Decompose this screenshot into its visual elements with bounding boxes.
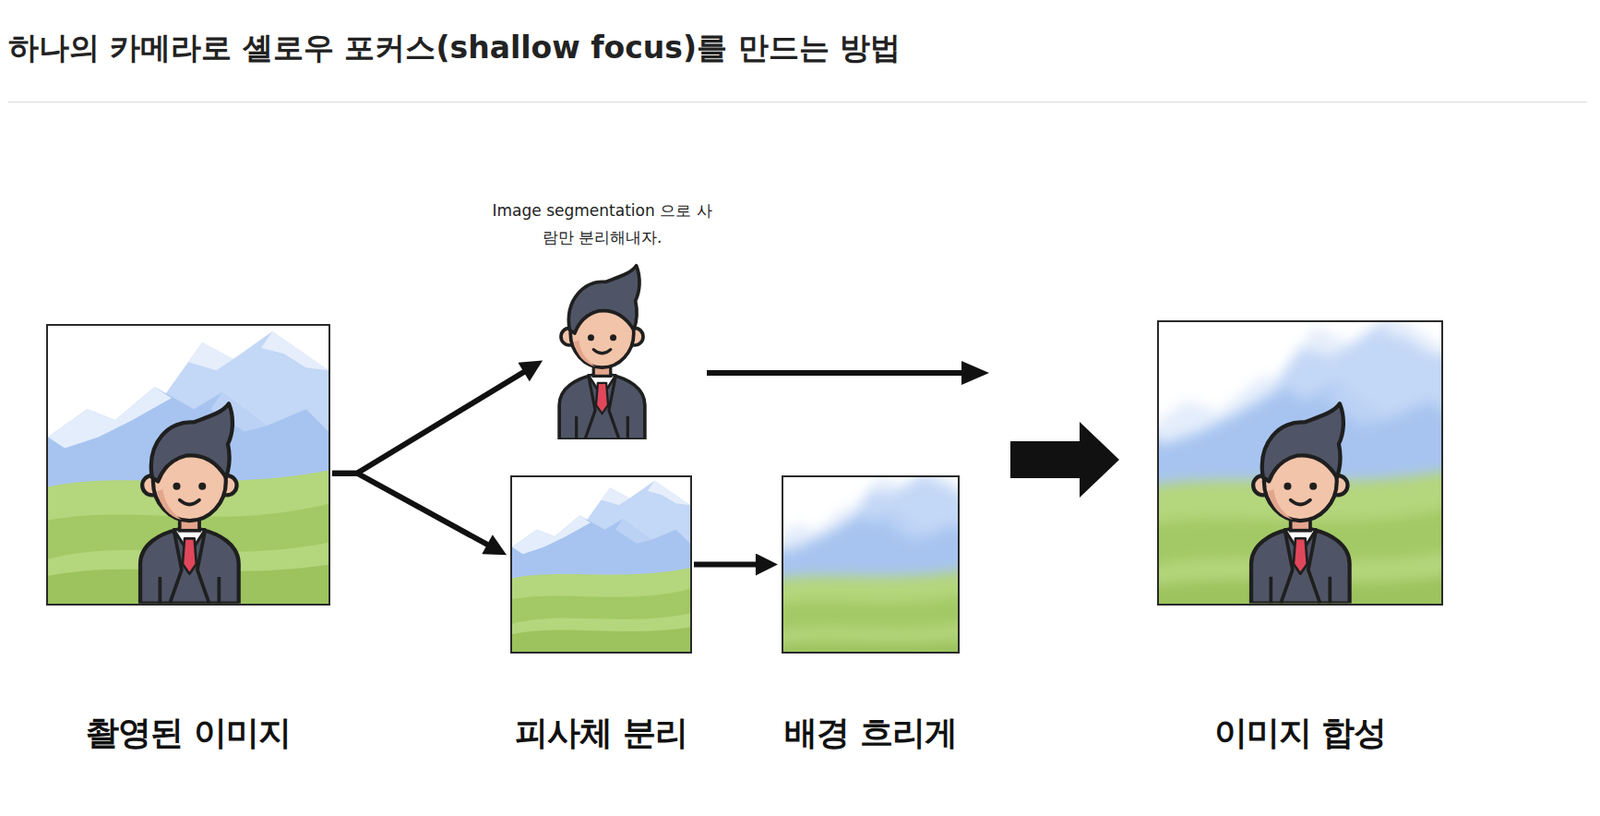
handwritten-note: Image segmentation 으로 사람만 분리해내자.: [487, 197, 718, 253]
process-arrow: [693, 561, 766, 568]
blurred-landscape: [781, 475, 960, 654]
captured-image: 촬영된 이미지: [46, 323, 331, 606]
background-image: 피사체 분리: [510, 475, 693, 654]
subject-figure: Image segmentation 으로 사람만 분리해내자.: [546, 262, 658, 440]
process-arrow: [332, 366, 533, 473]
diagram-title: 하나의 카메라로 셸로우 포커스(shallow focus)를 만드는 방법: [8, 27, 901, 70]
process-arrow: [332, 473, 497, 550]
step-caption: 피사체 분리: [514, 712, 688, 753]
composited-image: 이미지 합성: [1157, 320, 1444, 606]
step-caption: 이미지 합성: [1214, 712, 1387, 753]
step-caption: 촬영된 이미지: [85, 712, 291, 753]
person-illustration: [546, 262, 658, 440]
merge-arrow-line: [706, 370, 966, 376]
image-frame: [46, 323, 331, 606]
step-caption: 배경 흐리게: [784, 712, 957, 753]
person-illustration: [1238, 400, 1363, 604]
person-illustration: [129, 400, 251, 604]
merge-arrow-head: [961, 360, 990, 385]
figure-holder: [546, 262, 658, 440]
image-frame: [781, 475, 960, 654]
landscape: [512, 477, 691, 652]
title-rule: [8, 101, 1588, 103]
block-arrow: [1010, 421, 1120, 498]
image-frame: [1157, 320, 1444, 606]
image-frame: [510, 475, 693, 654]
blurred-background: 배경 흐리게: [781, 475, 960, 654]
